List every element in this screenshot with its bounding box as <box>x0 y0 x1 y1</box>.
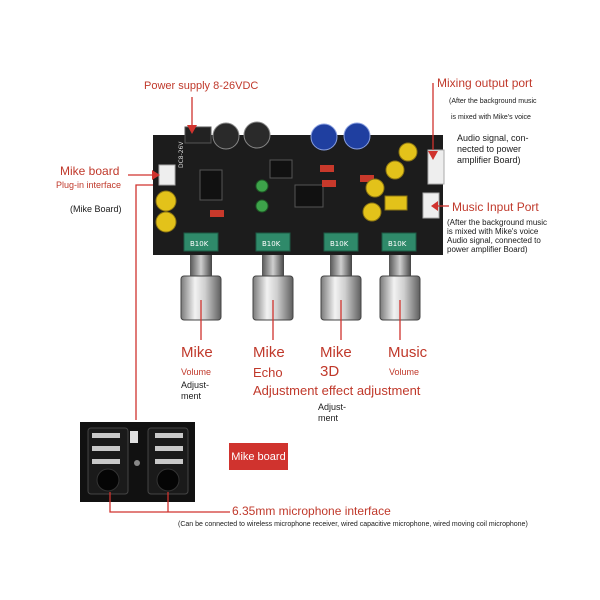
mixing-audio-line-1: Audio signal, con- <box>457 133 529 143</box>
knob-3-3d: 3D <box>320 363 340 380</box>
knob-4 <box>379 255 421 321</box>
capacitor <box>255 179 269 193</box>
mixing-audio-line-3: amplifier Board) <box>457 155 521 165</box>
ic-chip <box>269 159 293 179</box>
pot-2-marking: B10K <box>262 240 281 248</box>
pot-4 <box>381 232 417 252</box>
mixing-output-port-label: Mixing output port <box>437 76 533 90</box>
capacitor <box>155 211 177 233</box>
knob-4-title: Music <box>388 344 428 361</box>
knob-2-title: Mike <box>253 344 285 361</box>
knob-3-adjust-line-2: ment <box>318 413 339 423</box>
capacitor <box>255 199 269 213</box>
jack-pin <box>92 446 120 451</box>
knob-1 <box>180 255 222 321</box>
music-input-note: (After the background music is mixed wit… <box>447 218 548 254</box>
main-board: DC8-26V <box>153 121 445 255</box>
resistor <box>320 165 334 172</box>
mike-board-paren-label: (Mike Board) <box>70 204 122 214</box>
capacitor <box>310 123 338 151</box>
capacitor <box>398 142 418 162</box>
jack-pin <box>155 446 183 451</box>
mixing-audio-line-2: nected to power <box>457 144 522 154</box>
jack-pin <box>92 433 120 438</box>
pot-3-marking: B10K <box>330 240 349 248</box>
jack-hole <box>96 468 120 492</box>
knob-1-adjust-line-2: ment <box>181 391 202 401</box>
jack-pin <box>155 459 183 464</box>
capacitor <box>384 195 408 211</box>
pot-1 <box>183 232 219 252</box>
adjustment-effect-label: Adjustment effect adjustment <box>253 383 421 398</box>
mic-interface-note: (Can be connected to wireless microphone… <box>178 521 528 528</box>
callout-arrows <box>152 125 438 211</box>
pot-1-marking: B10K <box>190 240 209 248</box>
ic-chip <box>199 169 223 201</box>
knob-1-title: Mike <box>181 344 213 361</box>
dc-voltage-marking: DC8-26V <box>178 141 185 168</box>
mike-board-label: Mike board <box>60 164 120 178</box>
pot-4-marking: B10K <box>388 240 407 248</box>
jack-pin <box>92 459 120 464</box>
mounting-hole <box>134 460 140 466</box>
power-connector <box>184 126 212 144</box>
ic-chip <box>294 184 324 208</box>
connector-pin <box>130 431 138 443</box>
knob-2 <box>252 255 294 321</box>
mike-board-jacks <box>80 422 195 502</box>
knob-3-adjust-line-1: Adjust- <box>318 402 347 412</box>
jack-pin <box>155 433 183 438</box>
mixing-output-connector <box>427 149 445 185</box>
mike-board-connector <box>158 164 176 186</box>
plug-in-interface-label: Plug-in interface <box>56 180 122 190</box>
mixing-note-line-2: is mixed with Mike's voice <box>451 114 531 121</box>
capacitor <box>365 178 385 198</box>
capacitor <box>343 122 371 150</box>
mic-interface-label: 6.35mm microphone interface <box>232 504 391 518</box>
pot-3 <box>323 232 359 252</box>
capacitor <box>385 160 405 180</box>
resistor <box>360 175 374 182</box>
music-input-port-label: Music Input Port <box>452 200 539 214</box>
knob-1-volume: Volume <box>181 367 212 377</box>
knob-2-echo: Echo <box>253 365 283 380</box>
capacitor <box>243 121 271 149</box>
resistor <box>322 180 336 187</box>
knob-1-adjust-line-1: Adjust- <box>181 380 210 390</box>
jack-hole <box>156 468 180 492</box>
resistor <box>210 210 224 217</box>
capacitor <box>362 202 382 222</box>
mike-board-badge: Mike board <box>229 443 288 470</box>
knob-3-title: Mike <box>320 344 352 361</box>
capacitor <box>212 122 240 150</box>
mixing-note-line-1: (After the background music <box>449 98 537 105</box>
capacitor <box>155 190 177 212</box>
knob-4-volume: Volume <box>389 367 420 377</box>
power-supply-label: Power supply 8-26VDC <box>144 80 259 92</box>
pot-2 <box>255 232 291 252</box>
